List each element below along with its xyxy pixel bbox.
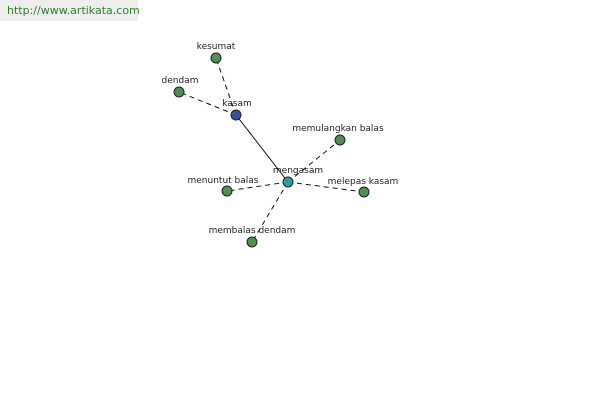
- watermark-link[interactable]: http://www.artikata.com: [0, 0, 140, 21]
- edge-kasam-mengasam: [235, 114, 289, 183]
- node-memulangkan[interactable]: [334, 134, 346, 146]
- edge-mengasam-memulangkan: [287, 139, 341, 183]
- edge-mengasam-menuntut: [226, 181, 289, 192]
- edge-mengasam-melepas: [287, 181, 365, 193]
- node-label-kesumat[interactable]: kesumat: [197, 42, 236, 52]
- edge-layer: [178, 57, 365, 243]
- node-mengasam[interactable]: [282, 176, 294, 188]
- node-label-membalas[interactable]: membalas dendam: [209, 226, 296, 236]
- node-label-kasam[interactable]: kasam: [222, 99, 252, 109]
- node-kasam[interactable]: [230, 109, 242, 121]
- node-dendam[interactable]: [173, 86, 185, 98]
- node-label-melepas[interactable]: melepas kasam: [328, 177, 399, 187]
- node-menuntut[interactable]: [221, 185, 233, 197]
- node-label-menuntut[interactable]: menuntut balas: [188, 176, 259, 186]
- node-label-memulangkan[interactable]: memulangkan balas: [292, 124, 384, 134]
- edge-mengasam-membalas: [251, 181, 289, 243]
- node-layer: [173, 52, 370, 248]
- node-melepas[interactable]: [358, 186, 370, 198]
- edge-kasam-kesumat: [215, 57, 237, 116]
- node-kesumat[interactable]: [210, 52, 222, 64]
- node-membalas[interactable]: [246, 236, 258, 248]
- node-label-dendam[interactable]: dendam: [162, 76, 199, 86]
- node-label-mengasam[interactable]: mengasam: [273, 166, 323, 176]
- label-layer: kesumat dendam kasam memulangkan balas menga…: [162, 42, 399, 236]
- edge-kasam-dendam: [178, 91, 237, 116]
